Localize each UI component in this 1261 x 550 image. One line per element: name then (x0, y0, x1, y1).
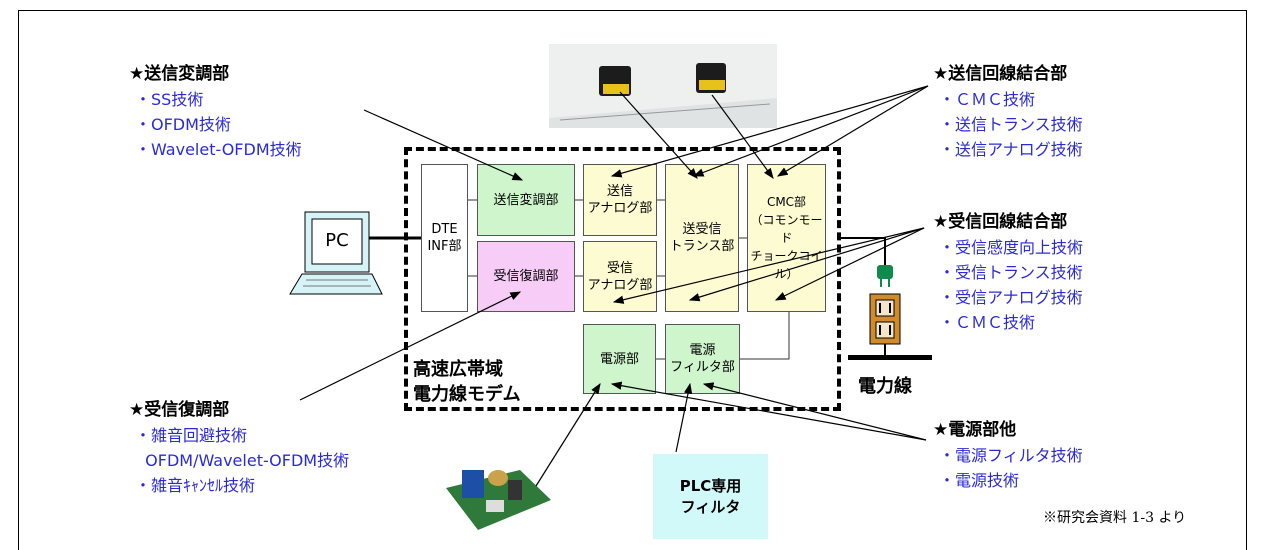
modem-label: 高速広帯域 電力線モデム (413, 359, 521, 405)
power-board-photo (446, 470, 551, 530)
tech-item: ・雑音ｷｬﾝｾﾙ技術 (135, 476, 256, 495)
arrow-tx-mod (363, 109, 524, 181)
pc-icon (289, 211, 421, 295)
tech-item: OFDM/Wavelet-OFDM技術 (135, 451, 350, 470)
dte-inf-block: DTE INF部 (421, 164, 468, 312)
source-note: ※研究会資料 1-3 より (1043, 510, 1187, 526)
group-heading: ★電源部他 (933, 420, 1017, 440)
figure-frame (18, 10, 1247, 550)
tech-item: ・送信トランス技術 (939, 115, 1083, 134)
arrow-coil-2 (711, 94, 774, 179)
tech-item: ・SS技術 (135, 90, 204, 109)
tech-item: ・Wavelet-OFDM技術 (135, 140, 302, 159)
power-filter-block: 電源 フィルタ部 (665, 324, 740, 394)
group-heading: ★受信回線結合部 (933, 212, 1068, 232)
tech-item: ・ＣＭＣ技術 (939, 313, 1036, 332)
power-tech-list: ★電源部他 ・電源フィルタ技術 ・電源技術 (933, 418, 1083, 493)
pc-label: PC (325, 230, 349, 251)
group-heading: ★送信回線結合部 (933, 64, 1068, 84)
arrow-plc-filter (675, 382, 693, 453)
arrow-rx-coupling-2 (688, 227, 925, 302)
tech-item: ・受信アナログ技術 (939, 288, 1083, 307)
rx-analog-block: 受信 アナログ部 (583, 241, 657, 312)
tech-item: ・受信トランス技術 (939, 263, 1083, 282)
arrow-rx-coupling-3 (774, 227, 925, 301)
tx-coupling-tech-list: ★送信回線結合部 ・ＣＭＣ技術 ・送信トランス技術 ・送信アナログ技術 (933, 62, 1083, 162)
rx-demodulation-block: 受信復調部 (477, 241, 575, 312)
tx-modulation-block: 送信変調部 (477, 164, 575, 236)
arrow-tx-coupling-2 (692, 85, 929, 177)
tech-item: ・電源フィルタ技術 (939, 446, 1083, 465)
arrow-tx-coupling-1 (610, 85, 929, 178)
arrow-rx-demod (299, 291, 522, 401)
tech-item: ・OFDM技術 (135, 115, 231, 134)
cmc-block: CMC部 （コモンモード チョークコイル） (747, 164, 826, 312)
rx-coupling-tech-list: ★受信回線結合部 ・受信感度向上技術 ・受信トランス技術 ・受信アナログ技術 ・… (933, 210, 1083, 335)
plc-filter-block: PLC専用 フィルタ (653, 454, 768, 539)
tech-item: ・雑音回避技術 (135, 426, 248, 445)
modem-boundary (404, 147, 841, 411)
tech-item: ・送信アナログ技術 (939, 140, 1083, 159)
rx-demodulation-tech-list: ★受信復調部 ・雑音回避技術 OFDM/Wavelet-OFDM技術 ・雑音ｷｬ… (129, 398, 349, 498)
arrow-tx-coupling-3 (776, 85, 929, 177)
arrow-power-2 (702, 382, 927, 441)
arrow-coil-1 (619, 91, 698, 179)
group-heading: ★受信復調部 (129, 400, 230, 420)
power-supply-block: 電源部 (583, 324, 656, 394)
arrow-rx-coupling-1 (612, 227, 925, 304)
tx-modulation-tech-list: ★送信変調部 ・SS技術 ・OFDM技術 ・Wavelet-OFDM技術 (129, 62, 302, 162)
power-line-label: 電力線 (858, 376, 912, 397)
tech-item: ・ＣＭＣ技術 (939, 90, 1036, 109)
plug-icon (840, 237, 893, 287)
group-heading: ★送信変調部 (129, 64, 230, 84)
tech-item: ・電源技術 (939, 471, 1020, 490)
outlet-icon (848, 293, 932, 360)
arrow-power-1 (610, 381, 927, 441)
tech-item: ・受信感度向上技術 (939, 238, 1084, 257)
arrow-board (535, 382, 601, 487)
